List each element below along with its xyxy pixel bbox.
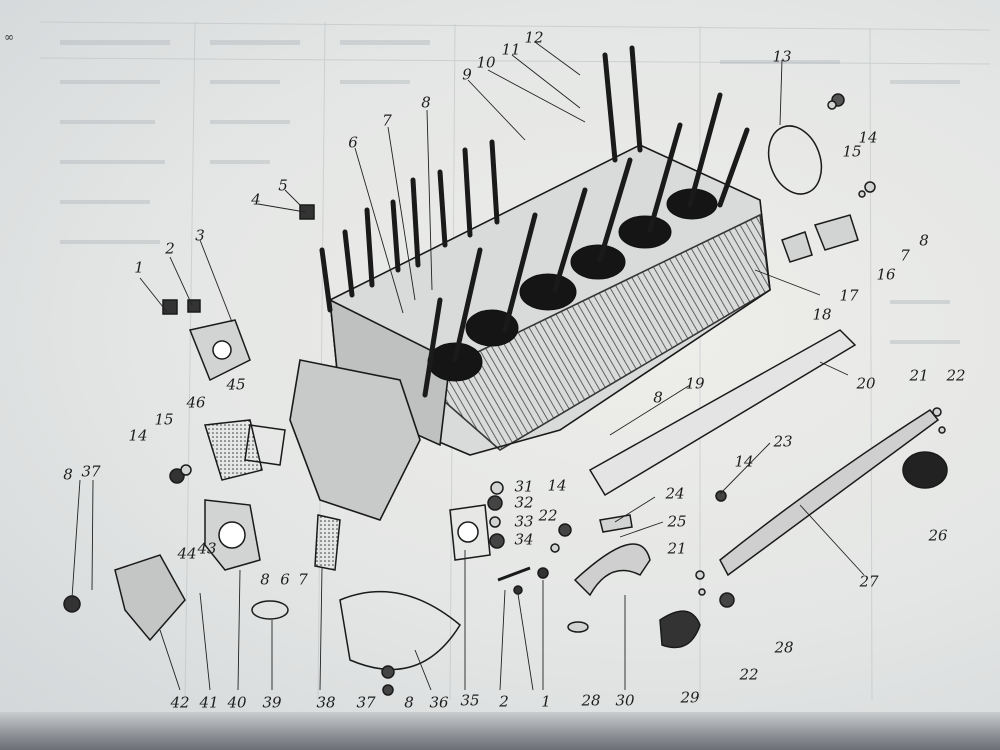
callout-label: 14: [858, 128, 878, 147]
page-bottom-shadow: [0, 712, 1000, 750]
callout-label: 29: [680, 688, 700, 707]
callout-label: 23: [773, 432, 793, 451]
callout-label: 32: [514, 493, 534, 512]
callout-label: 37: [81, 462, 101, 481]
left-parts: [63, 204, 491, 671]
leader-lines: [71, 41, 865, 691]
callout-label: 38: [316, 693, 336, 712]
callout-label: 2: [499, 692, 509, 711]
callout-label: 26: [928, 526, 948, 545]
callout-label: 13: [772, 47, 792, 66]
callout-label: 8: [404, 693, 414, 712]
callout-label: 39: [262, 693, 282, 712]
callout-label: 44: [177, 544, 197, 563]
callout-label: 5: [278, 176, 288, 195]
callout-label: 12: [524, 28, 544, 47]
callout-label: 16: [876, 265, 896, 284]
callout-label: 25: [667, 512, 687, 531]
bleed-through-table: [39, 21, 991, 701]
callout-label: 7: [298, 570, 308, 589]
callout-label: 22: [739, 665, 759, 684]
callout-label: 30: [615, 691, 635, 710]
callout-label: 14: [128, 426, 148, 445]
callout-label: 31: [514, 477, 534, 496]
callout-label: 6: [280, 570, 290, 589]
callout-label: 4: [251, 190, 261, 209]
callout-label: 8: [260, 570, 270, 589]
cylinder-bores: [427, 188, 718, 382]
callout-label: 21: [909, 366, 929, 385]
callout-label: 7: [382, 111, 392, 130]
right-parts: [381, 93, 948, 696]
callout-label: 2: [165, 239, 175, 258]
callout-label: 22: [538, 506, 558, 525]
engine-block-exploded-view: [63, 41, 948, 696]
callout-label: 19: [685, 374, 705, 393]
callout-label: 8: [653, 388, 663, 407]
callout-label: 40: [227, 693, 247, 712]
callout-label: 28: [581, 691, 601, 710]
callout-label: 1: [541, 692, 551, 711]
callout-label: 35: [460, 691, 480, 710]
callout-label: 17: [839, 286, 859, 305]
callout-label: 43: [197, 539, 217, 558]
head-studs: [319, 45, 750, 398]
callout-label: 6: [348, 133, 358, 152]
callout-label: 15: [154, 410, 174, 429]
callout-label: 20: [856, 374, 876, 393]
callout-label: 24: [665, 484, 685, 503]
callout-label: 8: [919, 231, 929, 250]
callout-label: 42: [170, 693, 190, 712]
callout-label: 7: [900, 246, 910, 265]
callout-label: 45: [226, 375, 246, 394]
callout-label: 22: [946, 366, 966, 385]
callout-label: 10: [476, 53, 496, 72]
callout-label: 3: [195, 226, 205, 245]
corner-mark: ∞: [4, 30, 14, 44]
callout-label: 33: [514, 512, 534, 531]
callout-label: 37: [356, 693, 376, 712]
callout-label: 14: [734, 452, 754, 471]
callout-label: 15: [842, 142, 862, 161]
callout-label: 41: [199, 693, 219, 712]
callout-label: 8: [63, 465, 73, 484]
callout-label: 11: [501, 40, 521, 59]
callout-label: 14: [547, 476, 567, 495]
callout-label: 8: [421, 93, 431, 112]
callout-label: 1: [134, 258, 144, 277]
callout-label: 28: [774, 638, 794, 657]
callout-label: 9: [462, 65, 472, 84]
callout-label: 27: [859, 572, 879, 591]
callout-label: 18: [812, 305, 832, 324]
callout-label: 21: [667, 539, 687, 558]
callout-label: 34: [514, 530, 534, 549]
callout-label: 36: [429, 693, 449, 712]
callout-label: 46: [186, 393, 206, 412]
